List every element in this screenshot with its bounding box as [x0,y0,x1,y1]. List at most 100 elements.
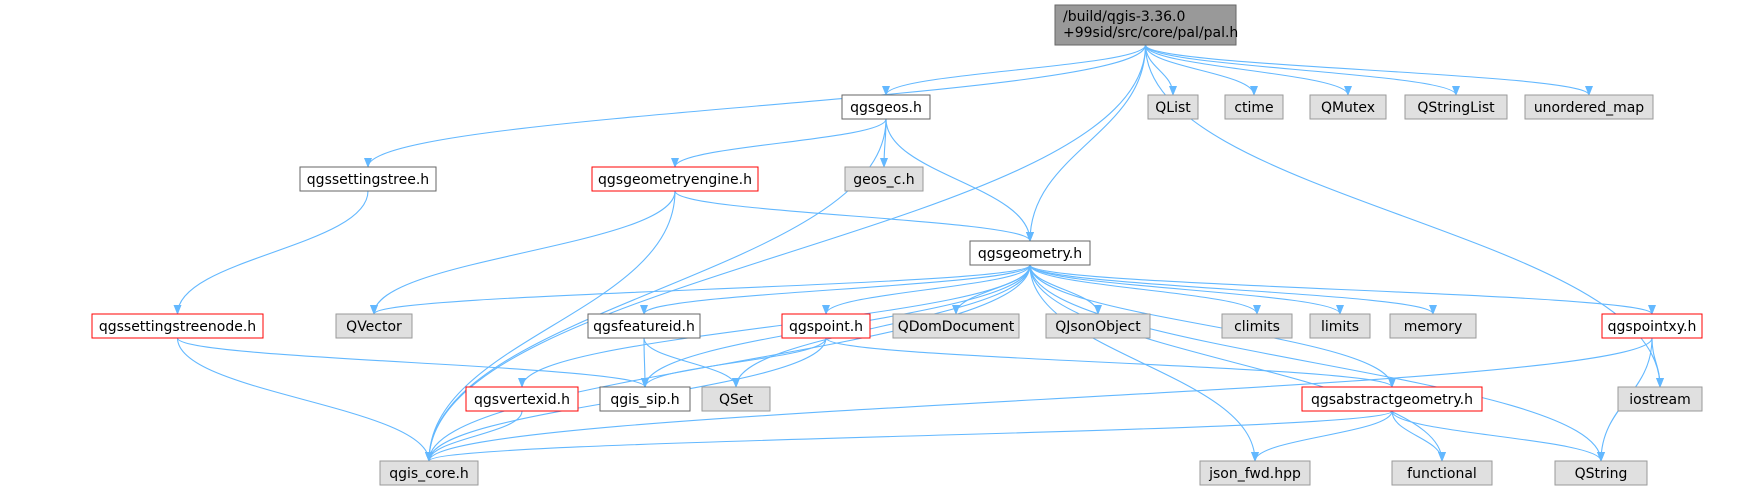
node-qgsvertexid-box [465,386,579,412]
node-memory: memory [1389,313,1477,339]
node-qgsabstractgeometry-label-0: qgsabstractgeometry.h [1311,392,1473,408]
node-qgsgeometryengine-box [591,166,759,192]
node-qjsonobject-box [1045,313,1151,339]
edge-qgsgeometry-to-climits [1029,264,1261,315]
node-qlist-label-0: QList [1155,100,1191,116]
node-functional: functional [1391,460,1493,486]
node-qgsvertexid-label-0: qgsvertexid.h [474,392,570,408]
node-qgspointxy[interactable]: qgspointxy.h [1601,313,1703,339]
node-functional-label-0: functional [1407,466,1477,482]
edge-qgsgeometryengine-to-qgis_core [425,190,676,462]
node-iostream-label-0: iostream [1629,392,1691,408]
node-qjsonobject: QJsonObject [1045,313,1151,339]
node-qgspoint[interactable]: qgspoint.h [781,313,871,339]
node-qgssettingstree[interactable]: qgssettingstree.h [299,166,437,192]
node-qgis_core-box [379,460,479,486]
node-qmutex-box [1309,94,1387,120]
node-qlist: QList [1147,94,1199,120]
edge-qgsabstractgeometry-to-functional [1391,410,1446,462]
edge-root-to-qgssettingstree [364,44,1147,168]
node-qset: QSet [701,386,771,412]
node-root[interactable]: /build/qgis-3.36.0+99sid/src/core/pal/pa… [1054,4,1238,46]
node-root-label-1: +99sid/src/core/pal/pal.h [1063,25,1238,41]
node-limits-box [1309,313,1371,339]
node-functional-box [1391,460,1493,486]
node-qgssettingstreenode[interactable]: qgssettingstreenode.h [91,313,264,339]
node-climits-box [1221,313,1293,339]
node-unordered_map: unordered_map [1524,94,1654,120]
node-climits-label-0: climits [1234,319,1280,335]
edge-qgsgeometry-to-qgsfeatureid [640,264,1031,315]
edge-qgssettingstreenode-to-qgis_sip [176,337,649,388]
node-qset-box [701,386,771,412]
node-qgsgeometryengine[interactable]: qgsgeometryengine.h [591,166,759,192]
node-ctime: ctime [1224,94,1284,120]
node-qgsgeometry-box [969,240,1091,266]
node-qvector: QVector [335,313,413,339]
edge-qgspointxy-to-qgis_core [425,337,1653,462]
node-geos_c-label-0: geos_c.h [853,172,914,188]
node-qstringlist-label-0: QStringList [1417,100,1495,116]
edge-qgsgeometryengine-to-qvector [370,190,676,315]
edge-qgsgeometry-to-json_fwd [1029,264,1259,462]
edge-qgspoint-to-qgis_sip [641,337,827,388]
node-ctime-box [1224,94,1284,120]
node-iostream-box [1617,386,1703,412]
edge-qgsvertexid-to-qgis_core [425,410,523,462]
edge-root-to-qgsgeometry [1026,44,1147,242]
edge-qgsgeometry-to-qset [732,264,1031,388]
node-qset-label-0: QSet [719,392,754,408]
edge-qgsgeometry-to-memory [1029,264,1437,315]
node-qgsgeos-box [841,94,931,120]
node-qgsabstractgeometry[interactable]: qgsabstractgeometry.h [1301,386,1483,412]
node-iostream: iostream [1617,386,1703,412]
file-nodes: /build/qgis-3.36.0+99sid/src/core/pal/pa… [91,4,1703,486]
edge-qgsgeos-to-qgsgeometryengine [671,118,887,168]
node-qgis_sip[interactable]: qgis_sip.h [599,386,691,412]
node-qgsgeos[interactable]: qgsgeos.h [841,94,931,120]
node-qgspoint-label-0: qgspoint.h [789,319,863,335]
node-qlist-box [1147,94,1199,120]
node-qstring-label-0: QString [1575,466,1628,482]
node-json_fwd: json_fwd.hpp [1199,460,1311,486]
edge-qgsgeometry-to-limits [1029,264,1344,315]
edge-root-to-qstringlist [1144,44,1460,96]
node-ctime-label-0: ctime [1234,100,1273,116]
node-qgsgeos-label-0: qgsgeos.h [850,100,922,116]
node-qstringlist: QStringList [1404,94,1508,120]
node-qvector-label-0: QVector [346,319,402,335]
node-qgspointxy-label-0: qgspointxy.h [1608,319,1697,335]
edge-root-to-unordered_map [1144,44,1593,96]
node-qgspoint-box [781,313,871,339]
edge-root-to-ctime [1144,44,1258,96]
edge-qgssettingstreenode-to-qgis_core [176,337,433,462]
node-qgsfeatureid[interactable]: qgsfeatureid.h [587,313,701,339]
node-qstringlist-box [1404,94,1508,120]
node-qgspointxy-box [1601,313,1703,339]
node-qjsonobject-label-0: QJsonObject [1055,319,1141,335]
edge-qgssettingstree-to-qgssettingstreenode [173,190,369,315]
edge-qgsgeometry-to-qstring [1029,264,1605,462]
edge-qgsgeometry-to-qdomdocument [952,264,1031,315]
node-qgsgeometry[interactable]: qgsgeometry.h [969,240,1091,266]
node-root-label-0: /build/qgis-3.36.0 [1063,9,1185,25]
node-geos_c: geos_c.h [844,166,924,192]
edge-root-to-qgsgeos [882,44,1147,96]
node-qgsvertexid[interactable]: qgsvertexid.h [465,386,579,412]
node-qvector-box [335,313,413,339]
edge-qgspointxy-to-iostream [1651,337,1664,388]
node-memory-label-0: memory [1404,319,1463,335]
node-qgsgeometryengine-label-0: qgsgeometryengine.h [598,172,752,188]
edge-qgsgeos-to-qgsgeometry [885,118,1034,242]
node-geos_c-box [844,166,924,192]
edge-qgsgeometry-to-qvector [370,264,1031,315]
edge-qgsabstractgeometry-to-qgis_core [425,410,1393,462]
node-unordered_map-label-0: unordered_map [1534,100,1644,116]
edge-qgsabstractgeometry-to-qstring [1391,410,1605,462]
node-qgssettingstree-label-0: qgssettingstree.h [307,172,429,188]
node-qgsgeometry-label-0: qgsgeometry.h [978,246,1082,262]
node-json_fwd-box [1199,460,1311,486]
edge-qgsgeometry-to-qgspoint [822,264,1031,315]
node-qgssettingstree-box [299,166,437,192]
